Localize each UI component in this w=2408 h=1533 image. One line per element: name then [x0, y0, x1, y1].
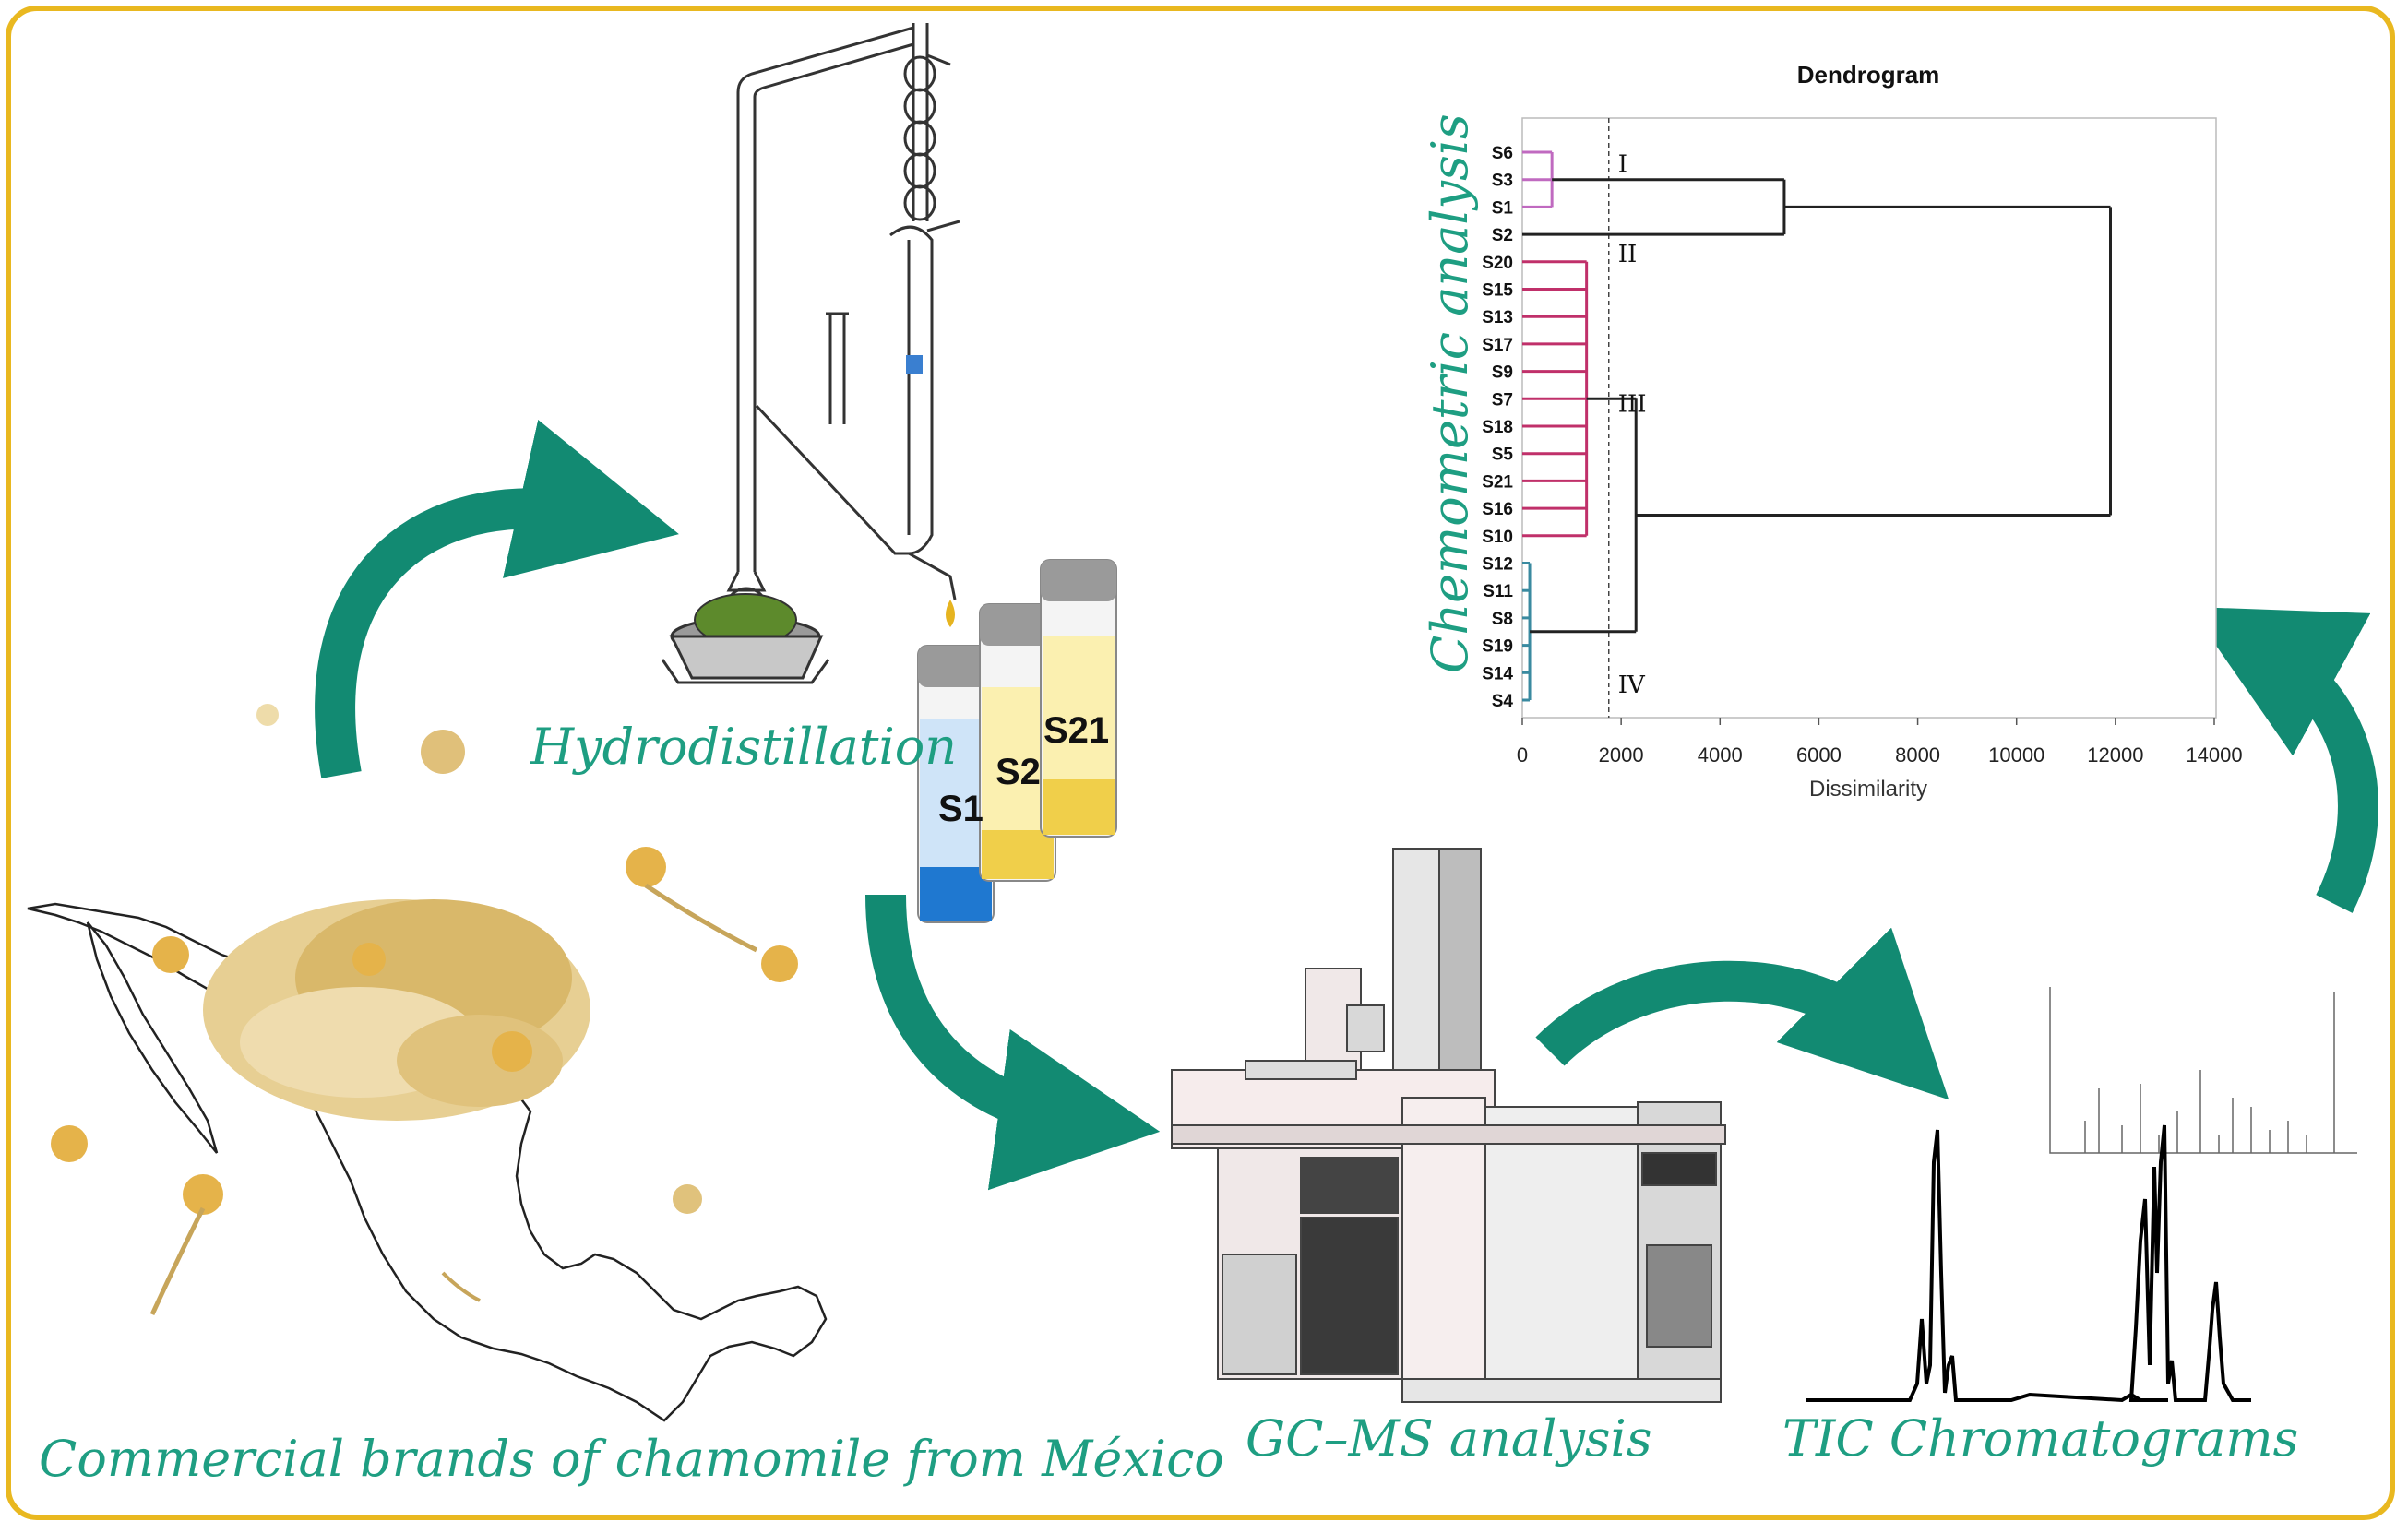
leaf-label: S18 [1482, 418, 1513, 437]
leaf-label: S14 [1482, 664, 1513, 683]
leaf-label: S7 [1492, 390, 1513, 410]
leaf-label: S19 [1482, 637, 1513, 657]
leaf-label: S16 [1482, 500, 1513, 519]
outer-frame [6, 6, 2395, 1520]
tic-chromatograms-label: TIC Chromatograms [1782, 1409, 2299, 1468]
mass-spectrum-inset [2011, 959, 2362, 1171]
chart-title: Dendrogram [1797, 61, 1940, 89]
heating-mantle [661, 593, 830, 684]
leaf-label: S10 [1482, 528, 1513, 547]
x-tick-label: 0 [1517, 743, 1528, 766]
leaf-label: S15 [1482, 281, 1513, 301]
leaf-label: S4 [1492, 692, 1514, 711]
vial-s21 [1040, 559, 1117, 838]
cluster-label: IV [1618, 671, 1646, 699]
x-tick-label: 4000 [1698, 743, 1743, 766]
hydrodistillation-label: Hydrodistillation [530, 718, 958, 776]
chamomile-pile-image [51, 704, 798, 1316]
leaf-label: S1 [1492, 198, 1514, 218]
arrow-to-gcms [865, 894, 1161, 1191]
arrow-to-chemometric [2188, 606, 2378, 913]
cluster-label: III [1618, 390, 1647, 418]
leaf-labels: S6S3S1S2S20S15S13S17S9S7S18S5S21S16S10S1… [1482, 144, 1513, 711]
tic-chromatogram-trace [1806, 1124, 2251, 1403]
leaf-label: S21 [1482, 472, 1513, 492]
leaf-label: S17 [1482, 336, 1513, 355]
leaf-label: S6 [1492, 144, 1513, 163]
vial-label-s2: S2 [995, 752, 1041, 792]
arrow-to-hydrodistillation [315, 420, 679, 778]
hydrodistillation-apparatus [724, 23, 960, 631]
leaf-label: S11 [1483, 582, 1513, 601]
x-tick-label: 2000 [1599, 743, 1644, 766]
leaf-label: S9 [1492, 363, 1513, 383]
x-tick-label: 14000 [2186, 743, 2242, 766]
vial-label-s21: S21 [1043, 710, 1109, 751]
x-tick-label: 10000 [1988, 743, 2044, 766]
leaf-label: S12 [1482, 555, 1513, 575]
x-tick-label: 8000 [1895, 743, 1940, 766]
chemometric-analysis-label: Chemometric analysis [1421, 113, 1479, 673]
stopcock-valve [906, 355, 923, 374]
leaf-label: S8 [1492, 610, 1513, 629]
arrow-to-tic [1535, 927, 1949, 1100]
chamomile-source-label: Commercial brands of chamomile from Méxi… [39, 1430, 1224, 1488]
x-axis-label: Dissimilarity [1809, 777, 1927, 802]
leaf-label: S5 [1492, 446, 1514, 465]
leaf-label: S3 [1492, 172, 1513, 191]
cluster-label: II [1618, 241, 1638, 268]
dendrogram-chart: Dendrogram Dissimilarity S6S3S1S2S20S15S… [1482, 61, 2242, 802]
x-axis-ticks: 0 2000 4000 6000 8000 10000 12000 14000 [1517, 718, 2243, 766]
gcms-instrument [1171, 848, 1726, 1403]
vial-label-s1: S1 [938, 789, 983, 829]
cluster-label: I [1618, 151, 1627, 179]
x-tick-label: 6000 [1796, 743, 1842, 766]
leaf-label: S13 [1482, 308, 1513, 327]
leaf-label: S2 [1492, 226, 1513, 245]
x-tick-label: 12000 [2087, 743, 2143, 766]
oil-drop [946, 600, 955, 627]
gcms-label: GC–MS analysis [1246, 1409, 1652, 1468]
dendrogram-links [1522, 118, 2112, 718]
plot-area [1521, 117, 2217, 719]
leaf-label: S20 [1482, 254, 1513, 273]
